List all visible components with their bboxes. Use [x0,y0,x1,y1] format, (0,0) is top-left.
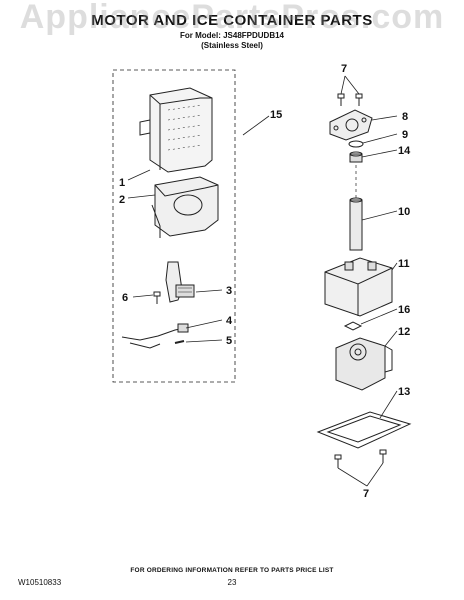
leader-12 [384,330,398,347]
callout-11: 11 [398,258,410,270]
callout-5: 5 [226,335,232,347]
ice-container-drawing [139,87,213,173]
ice-duct-drawing [151,176,219,238]
auger-shaft-drawing [349,165,363,251]
model-line: For Model: JS48FPDUDB14 [179,31,285,40]
bushing-drawing [349,151,363,163]
callout-7-bottom: 7 [363,488,369,500]
leader-1 [127,169,151,181]
leader-6 [132,294,154,298]
screw-6-drawing [153,291,161,304]
leader-16 [360,308,398,325]
callout-9: 9 [402,129,408,141]
leader-7-top [340,75,360,95]
leader-10-14 [361,149,398,158]
leader-5 [185,339,223,343]
leader-11 [391,262,398,271]
leader-7-bottom [337,462,384,487]
callout-3: 3 [226,285,232,297]
washer-drawing [348,140,364,148]
variant-line: (Stainless Steel) [201,41,263,50]
screws-7-bottom-drawing [334,449,387,468]
screws-7-top-drawing [337,93,363,106]
callout-8: 8 [402,111,408,123]
wire-harness-drawing [121,323,189,349]
callout-16: 16 [398,304,410,316]
clip-5-drawing [174,340,185,344]
callout-1: 1 [119,177,125,189]
leader-15 [242,115,270,136]
callout-13: 13 [398,386,410,398]
leader-2 [127,194,156,199]
leader-13 [379,390,398,419]
callout-7-top: 7 [341,63,347,75]
callout-14: 14 [398,145,411,157]
motor-bracket-drawing [165,261,195,303]
callout-4: 4 [226,315,233,327]
callout-6: 6 [122,292,128,304]
callout-15: 15 [270,109,282,121]
spacer-drawing [343,321,363,331]
callout-2: 2 [119,194,125,206]
leader-4 [185,319,223,329]
callout-10: 10 [398,206,410,218]
document-number: W10510833 [18,578,62,587]
ordering-note: FOR ORDERING INFORMATION REFER TO PARTS … [130,567,334,574]
leader-9 [362,133,398,144]
leader-3 [195,289,223,293]
bearing-plate-drawing [329,109,373,141]
motor-cover-drawing [324,257,393,317]
leader-8 [371,115,398,121]
leader-10 [361,210,398,221]
page-number: 23 [227,578,237,587]
gasket-drawing [316,411,412,449]
auger-motor-drawing [335,337,393,391]
page-title: MOTOR AND ICE CONTAINER PARTS [91,12,373,29]
callout-12: 12 [398,326,410,338]
